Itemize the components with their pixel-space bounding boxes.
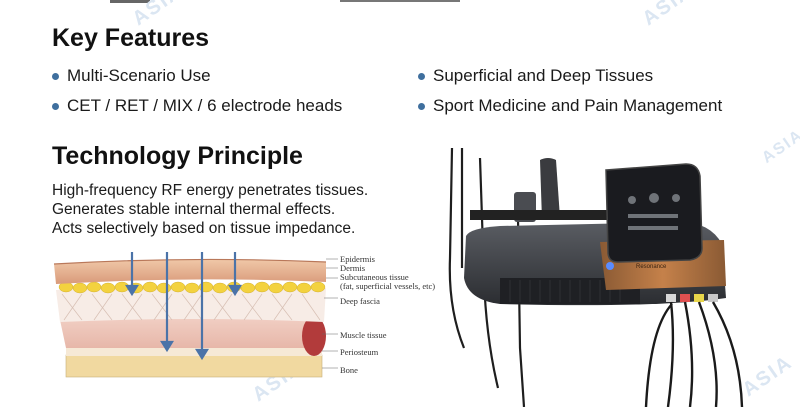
label-bone: Bone	[340, 365, 358, 375]
technology-principle-heading: Technology Principle	[52, 142, 303, 170]
bullet-icon	[52, 103, 59, 110]
watermark: ASIA	[638, 0, 697, 31]
principle-text: High-frequency RF energy penetrates tiss…	[52, 181, 368, 238]
device-brand-text: Resonance	[636, 264, 667, 270]
label-subcutaneous-detail: (fat, superficial vessels, etc)	[340, 281, 436, 291]
feature-item: CET / RET / MIX / 6 electrode heads	[67, 96, 343, 115]
tissue-diagram	[53, 252, 338, 378]
feature-item: Superficial and Deep Tissues	[433, 66, 654, 85]
bullet-icon	[52, 73, 59, 80]
principle-line: Generates stable internal thermal effect…	[52, 201, 336, 218]
feature-item: Multi-Scenario Use	[67, 66, 211, 85]
label-periosteum: Periosteum	[340, 347, 379, 357]
label-dermis: Dermis	[340, 263, 366, 273]
label-epidermis: Epidermis	[340, 254, 375, 264]
key-features-heading: Key Features	[52, 24, 210, 52]
label-subcutaneous: Subcutaneous tissue	[340, 272, 409, 282]
label-muscle: Muscle tissue	[340, 330, 387, 340]
principle-line: Acts selectively based on tissue impedan…	[52, 220, 356, 237]
top-decorative-strip	[110, 0, 460, 3]
feature-item: Sport Medicine and Pain Management	[433, 96, 723, 115]
bullet-icon	[418, 73, 425, 80]
principle-line: High-frequency RF energy penetrates tiss…	[52, 182, 369, 199]
rf-arrows	[125, 252, 242, 361]
label-deep-fascia: Deep fascia	[340, 296, 380, 306]
device-image: Resonance	[448, 147, 744, 407]
bullet-icon	[418, 103, 425, 110]
